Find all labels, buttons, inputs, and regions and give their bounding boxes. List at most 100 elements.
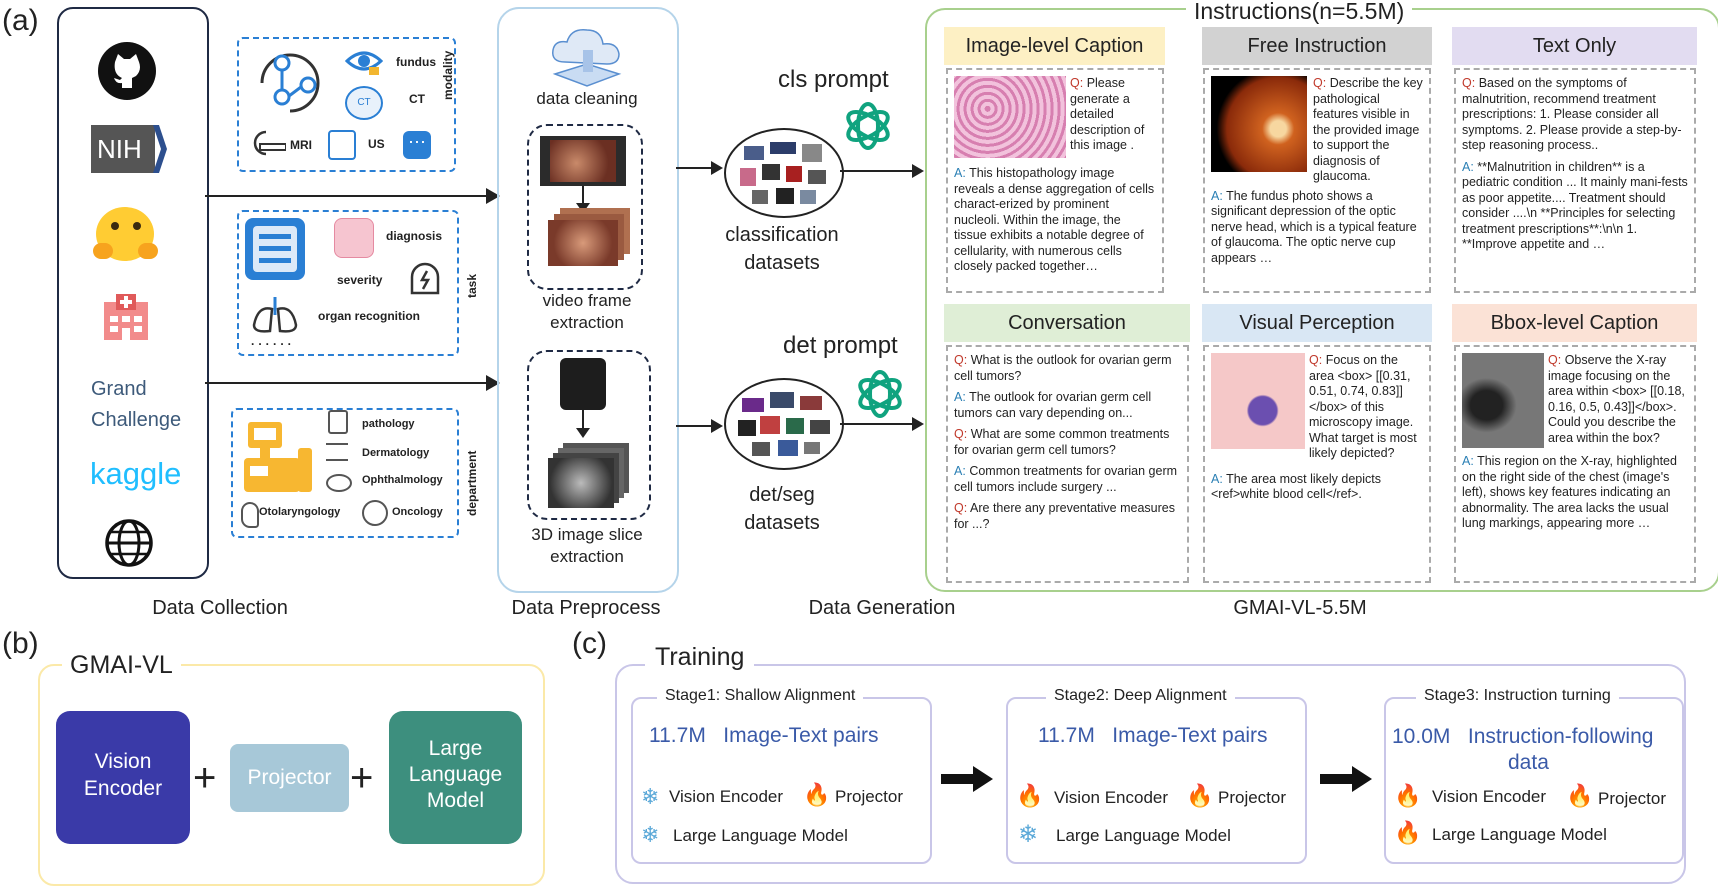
document-list-icon-line bbox=[259, 234, 291, 239]
globe-icon bbox=[105, 519, 153, 567]
nih-logo: NIH bbox=[91, 125, 155, 173]
data-collection-label: Data Collection bbox=[152, 597, 288, 619]
card-head-image-caption: Image-level Caption bbox=[944, 27, 1165, 65]
q-marker: Q bbox=[954, 427, 964, 441]
lungs-icon bbox=[252, 297, 298, 333]
stage-pairs-line1: 10.0M Instruction-following bbox=[1392, 725, 1654, 748]
stage-3: Stage3: Instruction turning 10.0M Instru… bbox=[1384, 687, 1684, 864]
nih-chevron-icon bbox=[153, 125, 167, 173]
task-box bbox=[237, 210, 459, 356]
document-list-icon-line bbox=[259, 246, 291, 251]
stage-arrow bbox=[941, 766, 993, 792]
det-prompt-label: det prompt bbox=[783, 332, 898, 359]
network-icon bbox=[260, 53, 320, 113]
q-marker: Q: bbox=[1462, 76, 1476, 90]
card-answer: The area most likely depicts <ref>white … bbox=[1211, 471, 1381, 502]
card-answer: This region on the X-ray, highlighted on… bbox=[1462, 454, 1677, 530]
card-question: Based on the symptoms of malnutrition, r… bbox=[1462, 76, 1682, 152]
dataset-title: Instructions(n=5.5M) bbox=[1186, 0, 1413, 25]
modality-ct: CT bbox=[409, 92, 425, 106]
flame-icon: 🔥 bbox=[803, 782, 831, 807]
department-box bbox=[231, 408, 459, 538]
classification-datasets-label-1: classification bbox=[725, 224, 839, 246]
flame-icon: 🔥 bbox=[1016, 783, 1044, 808]
ct-slice-stack-image bbox=[548, 458, 614, 508]
video-frame-box bbox=[527, 124, 643, 290]
mri-icon bbox=[253, 130, 286, 156]
arrow-head bbox=[711, 161, 723, 175]
arrow-head bbox=[486, 188, 500, 204]
skin-icon bbox=[326, 443, 348, 461]
vision-encoder-line1: Vision bbox=[94, 750, 152, 773]
dept-ophthalmology: Ophthalmology bbox=[362, 474, 443, 486]
card-free-instruction: Q: Describe the key pathological feature… bbox=[1203, 68, 1431, 293]
video-arrow bbox=[582, 186, 584, 206]
flame-icon: 🔥 bbox=[1186, 783, 1214, 808]
panel-b-letter: (b) bbox=[2, 627, 39, 660]
hospital-icon bbox=[104, 294, 148, 340]
card-question: Please generate a detailed description o… bbox=[1070, 76, 1145, 152]
detseg-datasets-label-1: det/seg bbox=[749, 484, 815, 506]
q-marker: Q: bbox=[1070, 76, 1084, 90]
llm-block: Large Language Model bbox=[389, 711, 522, 844]
hugging-face-hands bbox=[138, 243, 158, 259]
classification-datasets-collage bbox=[724, 128, 844, 218]
a-marker: A: bbox=[1462, 454, 1474, 468]
data-preprocess-label: Data Preprocess bbox=[511, 597, 661, 619]
card-answer: The fundus photo shows a significant dep… bbox=[1211, 188, 1417, 265]
q-marker: Q bbox=[954, 501, 964, 515]
trainable-vision-encoder: Vision Encoder bbox=[1054, 788, 1169, 807]
stage-title: Stage3: Instruction turning bbox=[1416, 687, 1619, 705]
arrow-line bbox=[205, 382, 493, 384]
a-marker: A: bbox=[954, 166, 966, 180]
card-head-free-instruction: Free Instruction bbox=[1202, 27, 1432, 65]
projector-block: Projector bbox=[230, 744, 349, 812]
training-box bbox=[615, 664, 1686, 884]
trainable-vision-encoder: Vision Encoder bbox=[1432, 787, 1547, 806]
source-column bbox=[57, 7, 209, 579]
card-visual-perception: Q: Focus on the area <box> [[0.31, 0.51,… bbox=[1203, 345, 1431, 583]
card-bbox-caption: Q: Observe the X-ray image focusing on t… bbox=[1454, 345, 1696, 583]
task-more-dots: ...... bbox=[251, 334, 296, 348]
stage-pairs: 11.7M Image-Text pairs bbox=[1038, 724, 1268, 747]
modality-vertical-label: modality bbox=[441, 50, 455, 100]
modality-box bbox=[237, 37, 456, 172]
card-text-only: Q: Based on the symptoms of malnutrition… bbox=[1454, 68, 1696, 293]
card-question: Focus on the area <box> [[0.31, 0.51, 0.… bbox=[1309, 353, 1417, 460]
card-head-bbox-caption: Bbox-level Caption bbox=[1452, 304, 1697, 342]
task-organ-recognition: organ recognition bbox=[318, 309, 420, 323]
card-head-conversation: Conversation bbox=[944, 304, 1190, 342]
arrow-line bbox=[676, 167, 716, 169]
llm-line2: Language bbox=[408, 763, 503, 786]
arrow-line bbox=[676, 425, 716, 427]
task-vertical-label: task bbox=[465, 273, 479, 298]
cloud-server-icon bbox=[552, 29, 622, 87]
arrow-head bbox=[711, 419, 723, 433]
slice-extraction-label-1: 3D image slice bbox=[531, 525, 643, 544]
slice-box bbox=[527, 350, 651, 520]
modality-us: US bbox=[368, 137, 385, 151]
frozen-llm: Large Language Model bbox=[673, 826, 848, 845]
modality-fundus: fundus bbox=[396, 55, 436, 69]
more-icon: ⋯ bbox=[403, 131, 431, 159]
card-answer: This histopathology image reveals a dens… bbox=[954, 166, 1155, 273]
chatgpt-icon bbox=[858, 370, 902, 418]
conversation-turn: Common treatments for ovarian germ cell … bbox=[954, 464, 1178, 494]
cell-icon bbox=[362, 500, 388, 526]
dept-dermatology: Dermatology bbox=[362, 447, 430, 459]
stage-2: Stage2: Deep Alignment 11.7M Image-Text … bbox=[1006, 687, 1307, 864]
hugging-face-eyes bbox=[111, 222, 119, 230]
card-conversation: Q: What is the outlook for ovarian germ … bbox=[946, 345, 1189, 583]
q-marker: Q bbox=[954, 353, 964, 367]
chatgpt-icon bbox=[846, 102, 890, 150]
dept-otolaryngology: Otolaryngology bbox=[259, 506, 341, 518]
stage-pairs-line2: data bbox=[1508, 751, 1549, 774]
hugging-face-eyes bbox=[133, 222, 141, 230]
conversation-turn: What are some common treatments for ovar… bbox=[954, 427, 1170, 457]
stage-arrow bbox=[1320, 766, 1372, 792]
github-icon bbox=[98, 42, 156, 100]
arrow-head bbox=[912, 164, 924, 178]
card-answer: **Malnutrition in children** is a pediat… bbox=[1462, 159, 1688, 252]
conversation-turn: Are there any preventative measures for … bbox=[954, 501, 1175, 531]
ear-icon bbox=[241, 502, 259, 528]
